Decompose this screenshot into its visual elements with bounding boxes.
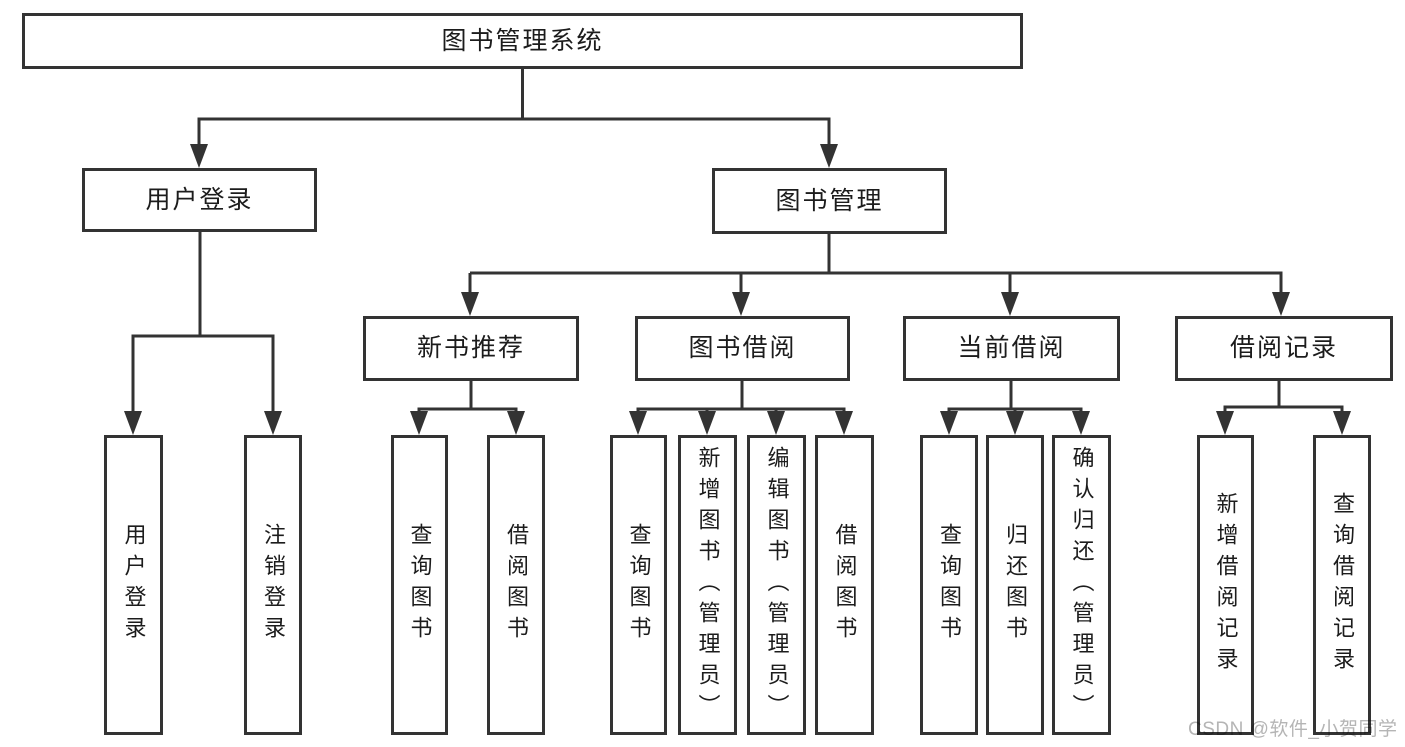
leaf-current-return: 归还图书 <box>986 435 1044 735</box>
leaf-user-login: 用户登录 <box>104 435 163 735</box>
leaf-borrow-borrow: 借阅图书 <box>815 435 874 735</box>
node-root: 图书管理系统 <box>22 13 1023 69</box>
leaf-newbooks-query: 查询图书 <box>391 435 448 735</box>
leaf-records-query: 查询借阅记录 <box>1313 435 1371 735</box>
leaf-logout: 注销登录 <box>244 435 302 735</box>
leaf-borrow-query: 查询图书 <box>610 435 667 735</box>
leaf-borrow-edit-admin: 编辑图书（管理员） <box>747 435 806 735</box>
leaf-newbooks-borrow: 借阅图书 <box>487 435 545 735</box>
arrowheads <box>124 144 1351 435</box>
node-book-borrow: 图书借阅 <box>635 316 850 381</box>
leaf-current-confirm-admin: 确认归还（管理员） <box>1052 435 1111 735</box>
node-borrow-records: 借阅记录 <box>1175 316 1393 381</box>
node-book-management: 图书管理 <box>712 168 947 234</box>
leaf-records-add: 新增借阅记录 <box>1197 435 1254 735</box>
leaf-current-query: 查询图书 <box>920 435 978 735</box>
leaf-borrow-add-admin: 新增图书（管理员） <box>678 435 737 735</box>
node-current-borrow: 当前借阅 <box>903 316 1120 381</box>
csdn-watermark: CSDN @软件_小贺同学 <box>1188 719 1398 740</box>
node-new-book-recommend: 新书推荐 <box>363 316 579 381</box>
node-user-login: 用户登录 <box>82 168 317 232</box>
